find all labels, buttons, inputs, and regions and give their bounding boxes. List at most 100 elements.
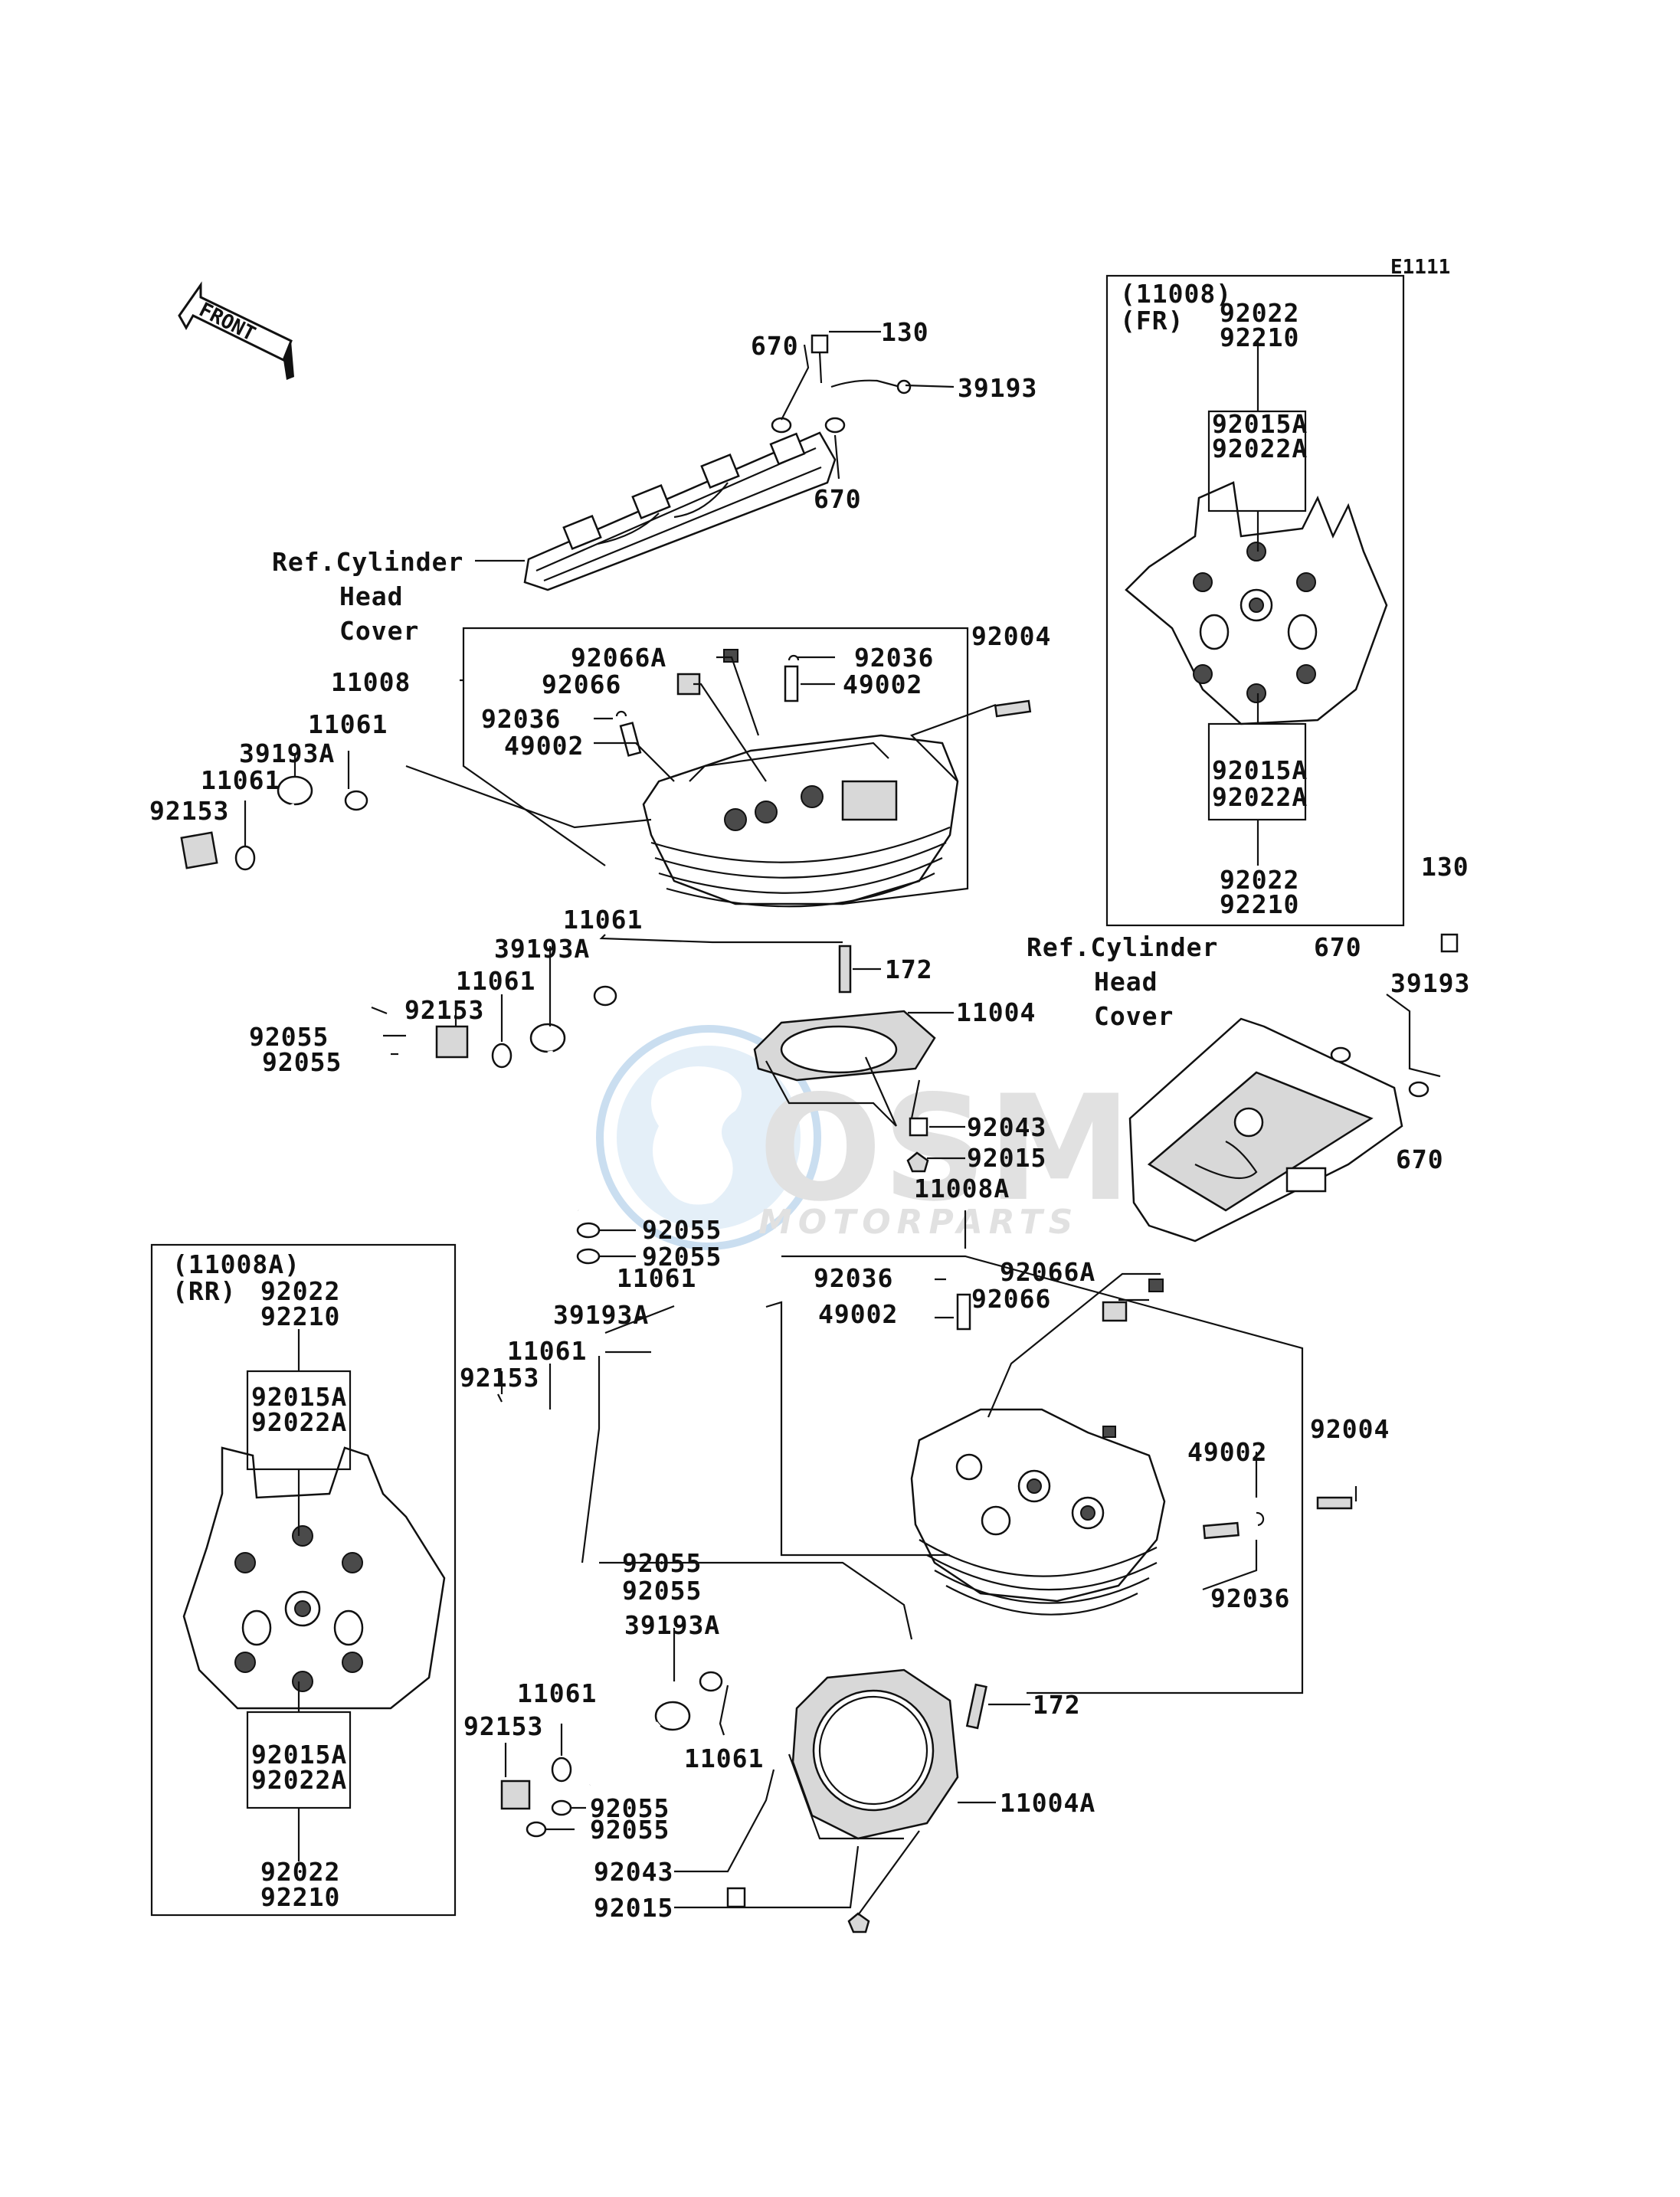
gasket-11004: [753, 945, 936, 1173]
inset-front-title: (11008): [1120, 279, 1232, 309]
inset-front-sub: (FR): [1120, 306, 1184, 336]
label-92036-c: 92036: [814, 1263, 893, 1293]
oil-pipe-39193A-lower: [500, 1671, 723, 1838]
front-arrow-icon: FRONT: [178, 281, 294, 380]
label-49002-a: 49002: [843, 670, 922, 699]
label-92055-f: 92055: [622, 1576, 702, 1606]
label-11004A: 11004A: [1000, 1788, 1095, 1818]
label-11061-b: 11061: [201, 765, 280, 795]
cylinder-head-front: [642, 734, 959, 908]
label-670-c: 670: [1314, 932, 1362, 962]
label-172-a: 172: [885, 954, 933, 984]
inset-rear-box-bottom-2: 92022A: [251, 1765, 347, 1795]
watermark-brand: OSM: [758, 1064, 1131, 1233]
label-670-d: 670: [1396, 1144, 1444, 1174]
ref-cover-line1-top: Ref.Cylinder: [272, 547, 463, 577]
inset-rear-top-2: 92210: [260, 1302, 340, 1331]
label-92055-e: 92055: [622, 1548, 702, 1578]
label-92055-c: 92055: [642, 1215, 722, 1245]
label-11061-c: 11061: [563, 905, 643, 935]
label-39193A-d: 39193A: [624, 1610, 720, 1640]
inset-rear-box-top-2: 92022A: [251, 1407, 347, 1437]
label-92066A-b: 92066A: [1000, 1257, 1095, 1287]
part-labels: 130 670 39193 670 Ref.Cylinder Head Cove…: [149, 317, 1469, 1923]
label-92153-b: 92153: [404, 995, 484, 1025]
label-130-top: 130: [881, 317, 929, 347]
label-39193-top: 39193: [958, 373, 1037, 403]
inset-front-top-2: 92210: [1220, 323, 1299, 352]
leader-lines: [244, 330, 1357, 1916]
inset-rear-top-1: 92022: [260, 1276, 340, 1306]
ref-cover-line3-top: Cover: [339, 616, 419, 646]
label-92055-g: 92055: [590, 1793, 670, 1823]
inset-rear-sub: (RR): [172, 1276, 236, 1306]
inset-front-box-top-2: 92022A: [1212, 434, 1308, 463]
label-92153-c: 92153: [460, 1363, 539, 1393]
label-39193A-a: 39193A: [239, 738, 335, 768]
label-92036-d: 92036: [1210, 1583, 1290, 1613]
label-49002-c: 49002: [818, 1299, 898, 1329]
inset-front-labels: (11008) (FR) 92022 92210 92015A 92022A 9…: [1120, 279, 1308, 919]
label-11061-g: 11061: [517, 1678, 597, 1708]
label-49002-d: 49002: [1187, 1437, 1267, 1467]
label-11008: 11008: [331, 667, 411, 697]
watermark: OSM MOTORPARTS: [596, 1025, 1131, 1250]
ref-cover-line2-right: Head: [1094, 967, 1158, 997]
label-92066-b: 92066: [971, 1284, 1051, 1314]
label-172-b: 172: [1033, 1690, 1081, 1720]
label-92153-a: 92153: [149, 796, 229, 826]
label-11061-e: 11061: [617, 1263, 696, 1293]
label-11004: 11004: [956, 997, 1036, 1027]
oil-pipe-39193A-middle: [435, 985, 617, 1265]
inset-rear-bottom-2: 92210: [260, 1882, 340, 1912]
label-670-a: 670: [751, 331, 799, 361]
label-92036-b: 92036: [481, 704, 561, 734]
inset-front-top-1: 92022: [1220, 298, 1299, 328]
ref-cover-line1-right: Ref.Cylinder: [1027, 932, 1218, 962]
inset-rear-title: (11008A): [172, 1249, 300, 1279]
label-92004-a: 92004: [971, 621, 1051, 651]
label-670-b: 670: [814, 484, 862, 514]
label-11061-h: 11061: [684, 1744, 764, 1773]
inset-front-bottom-1: 92022: [1220, 865, 1299, 895]
label-11061-d: 11061: [456, 966, 535, 996]
label-92066A-a: 92066A: [571, 643, 666, 673]
label-92015-b: 92015: [594, 1893, 673, 1923]
label-92055-b: 92055: [262, 1047, 342, 1077]
watermark-subtitle: MOTORPARTS: [758, 1203, 1079, 1242]
label-11061-f: 11061: [507, 1336, 587, 1366]
ref-cover-line3-right: Cover: [1094, 1001, 1174, 1031]
label-92055-d: 92055: [642, 1242, 722, 1272]
inset-front-box-bottom-2: 92022A: [1212, 782, 1308, 812]
inset-rear-box-bottom-1: 92015A: [251, 1740, 347, 1770]
label-92055-h: 92055: [590, 1815, 670, 1845]
label-92015-a: 92015: [967, 1143, 1046, 1173]
label-11008A: 11008A: [914, 1174, 1010, 1203]
label-39193A-c: 39193A: [553, 1300, 649, 1330]
gasket-11004A: [726, 1668, 987, 1933]
label-130-right: 130: [1421, 852, 1469, 882]
inset-front-bottom-2: 92210: [1220, 889, 1299, 919]
label-92066-a: 92066: [542, 670, 621, 699]
ref-cover-line2-top: Head: [339, 581, 403, 611]
label-92043-a: 92043: [967, 1112, 1046, 1142]
cam-cap-parts-top: [615, 649, 1032, 757]
inset-front-box-top-1: 92015A: [1212, 409, 1308, 439]
label-92004-b: 92004: [1310, 1414, 1390, 1444]
oil-pipe-39193-top: [771, 334, 912, 434]
inset-rear-box-top-1: 92015A: [251, 1382, 347, 1412]
label-92055-a: 92055: [249, 1022, 329, 1052]
inset-front-box: [1105, 274, 1405, 927]
label-11061-a: 11061: [308, 709, 388, 739]
label-92036-a: 92036: [854, 643, 934, 673]
front-label: FRONT: [195, 299, 259, 346]
label-39193A-b: 39193A: [494, 934, 590, 964]
inset-rear-bottom-1: 92022: [260, 1857, 340, 1887]
label-92153-d: 92153: [463, 1711, 543, 1741]
cylinder-head-cover-rear: [523, 431, 837, 591]
inset-rear-box: [150, 1243, 457, 1917]
oil-pipe-39193A-upper: [180, 775, 388, 1015]
cylinder-head-rear: [910, 1279, 1353, 1616]
inset-front-box-bottom-1: 92015A: [1212, 755, 1308, 785]
label-49002-b: 49002: [504, 731, 584, 761]
